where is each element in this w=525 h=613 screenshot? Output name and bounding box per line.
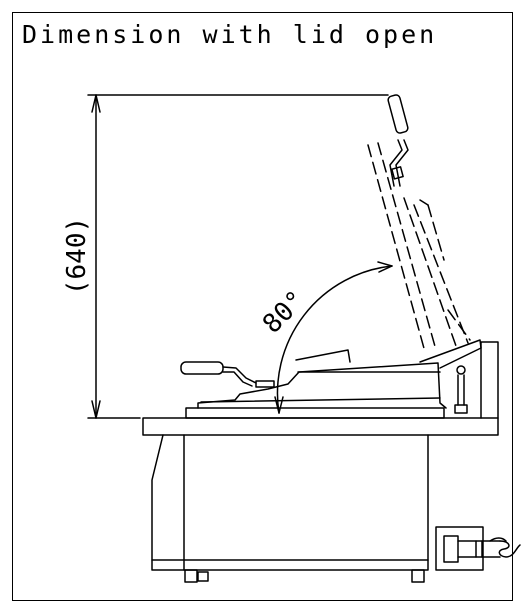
open-lid-outline [367, 142, 471, 353]
height-dimension-label: (640) [62, 217, 92, 295]
front-handle [180, 361, 275, 388]
pan-body [185, 349, 447, 419]
angle-label: 80° [257, 285, 311, 339]
drawing-title: Dimension with lid open [22, 20, 438, 49]
angle-arc [274, 261, 393, 414]
gas-connection [435, 526, 521, 571]
open-lid-handle [387, 94, 409, 187]
cabinet-body [151, 434, 429, 583]
height-dimension [87, 94, 389, 419]
hinge-assembly [419, 339, 482, 414]
